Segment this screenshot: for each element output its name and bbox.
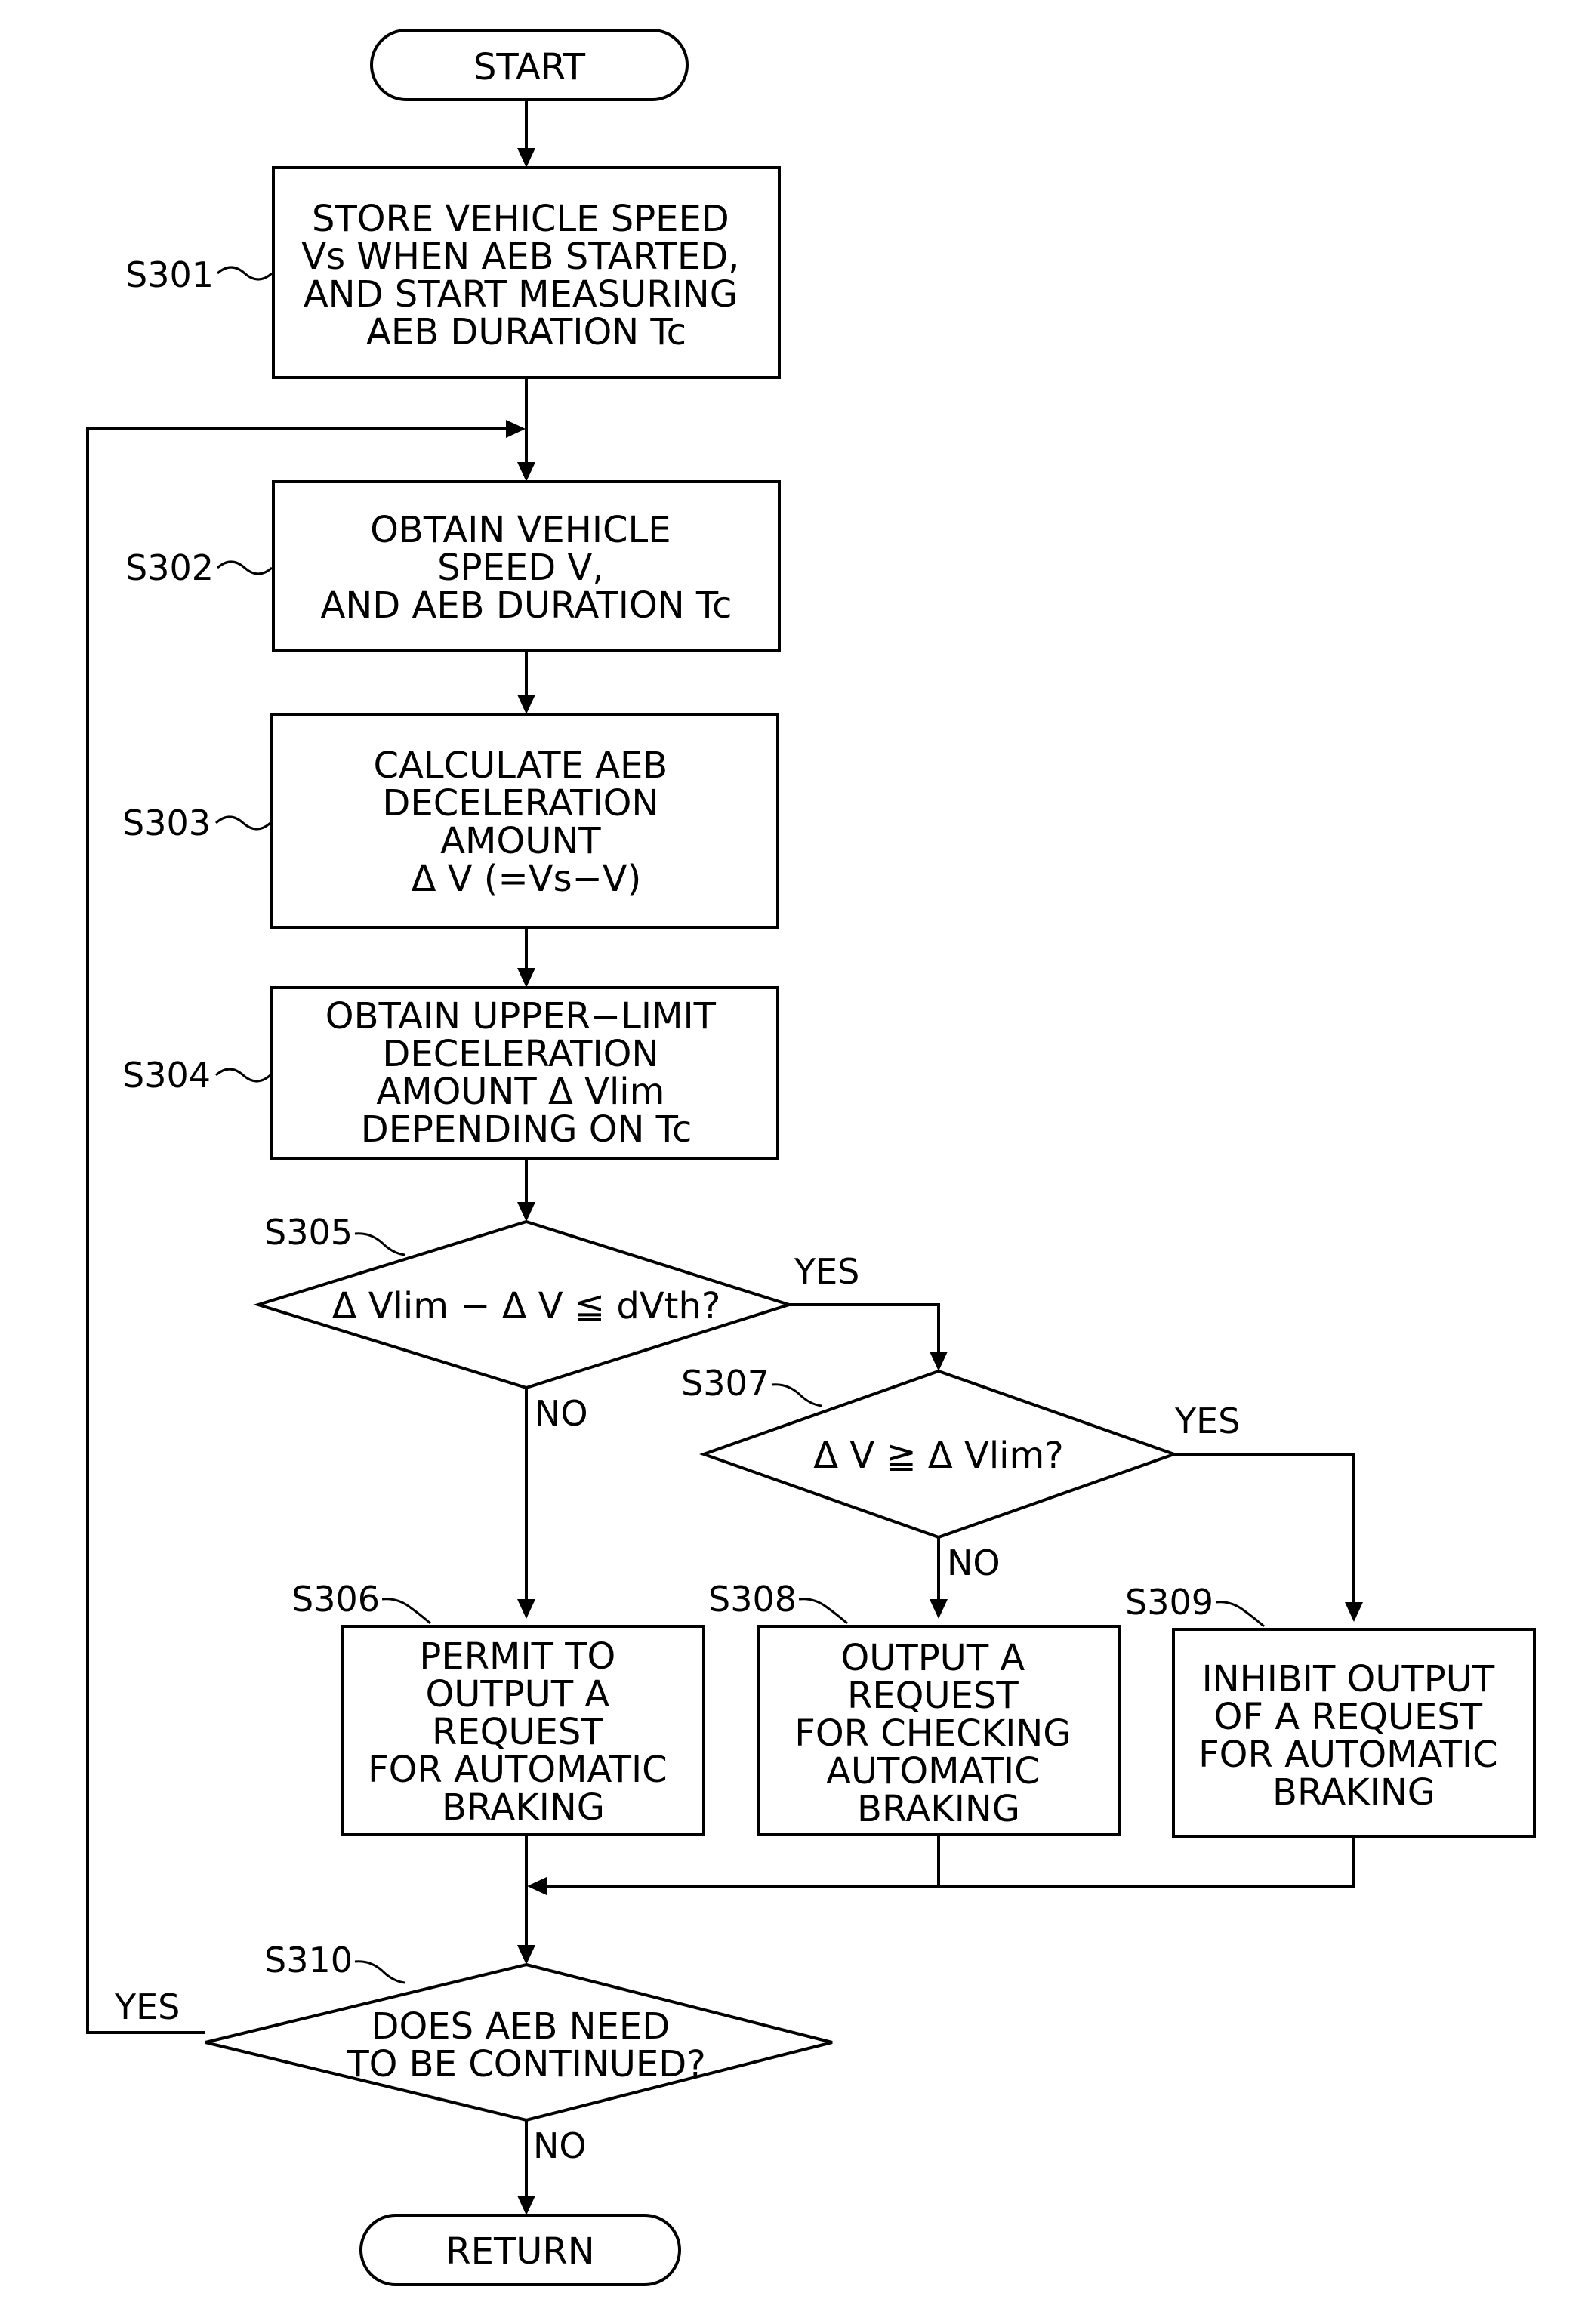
- arrowhead: [1345, 1602, 1363, 1622]
- step-s302-id: S302: [125, 547, 214, 588]
- step-s301-id: S301: [125, 254, 214, 295]
- s310-yes-label: YES: [114, 1986, 180, 2027]
- step-s302-leader: [217, 562, 272, 574]
- decision-s310-text: DOES AEB NEED TO BE CONTINUED?: [346, 2005, 705, 2085]
- step-s306-id: S306: [291, 1579, 380, 1620]
- decision-s310-id: S310: [264, 1940, 353, 1980]
- s307-no-label: NO: [947, 1543, 1001, 1583]
- step-s304-id: S304: [122, 1055, 211, 1096]
- step-s303-text: CALCULATE AEB DECELERATION AMOUNT Δ V (=…: [374, 744, 680, 900]
- step-s301-leader: [217, 267, 272, 279]
- step-s304-text: OBTAIN UPPER−LIMIT DECELERATION AMOUNT Δ…: [325, 995, 727, 1151]
- s305-no-label: NO: [535, 1393, 588, 1434]
- arrowhead: [517, 1202, 535, 1222]
- arrowhead: [506, 420, 526, 438]
- connector-s307-yes: [1174, 1454, 1354, 1602]
- decision-s307-text: Δ V ≧ Δ Vlim?: [813, 1435, 1064, 1477]
- s305-yes-label: YES: [794, 1251, 859, 1292]
- step-s304-leader: [216, 1069, 270, 1081]
- arrowhead: [517, 1599, 535, 1619]
- decision-s307-leader: [772, 1385, 822, 1406]
- arrowhead: [517, 2196, 535, 2215]
- decision-s305-leader: [355, 1234, 405, 1255]
- arrowhead: [517, 968, 535, 988]
- return-label: RETURN: [446, 2230, 594, 2273]
- arrowhead: [517, 695, 535, 714]
- step-s309-id: S309: [1125, 1582, 1213, 1623]
- arrowhead: [930, 1352, 948, 1371]
- step-s308-leader: [799, 1599, 847, 1623]
- connector-s309-merge: [547, 1836, 1354, 1886]
- connector-s305-yes: [789, 1305, 939, 1352]
- decision-s307-id: S307: [681, 1363, 769, 1404]
- s307-yes-label: YES: [1174, 1401, 1240, 1441]
- step-s308-id: S308: [708, 1579, 797, 1620]
- decision-s310-leader: [355, 1962, 405, 1983]
- s310-no-label: NO: [533, 2125, 587, 2166]
- arrowhead: [517, 1945, 535, 1965]
- decision-s305-id: S305: [264, 1212, 353, 1253]
- step-s301-text: STORE VEHICLE SPEED Vs WHEN AEB STARTED,…: [301, 198, 751, 353]
- arrowhead: [517, 148, 535, 168]
- start-label: START: [473, 46, 586, 88]
- step-s309-leader: [1216, 1602, 1264, 1626]
- step-s303-id: S303: [122, 803, 211, 843]
- arrowhead: [517, 462, 535, 482]
- decision-s305-text: Δ Vlim − Δ V ≦ dVth?: [332, 1285, 721, 1327]
- step-s306-leader: [382, 1599, 430, 1623]
- step-s303-leader: [216, 817, 270, 829]
- arrowhead: [527, 1877, 547, 1895]
- arrowhead: [930, 1599, 948, 1619]
